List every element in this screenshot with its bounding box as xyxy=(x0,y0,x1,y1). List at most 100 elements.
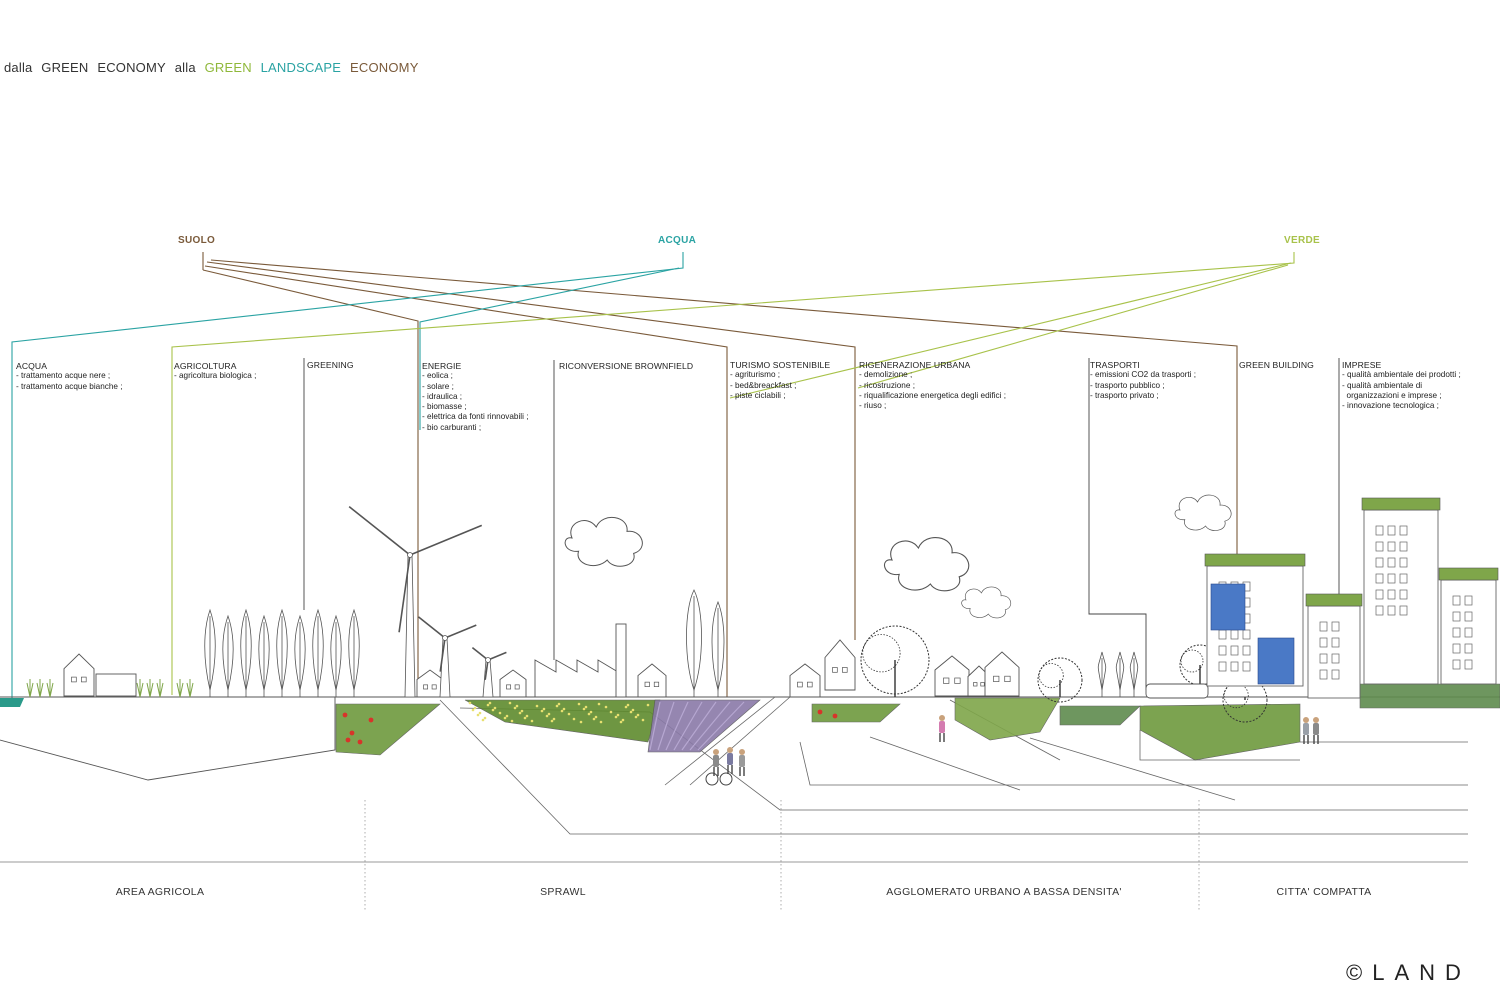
lavender-row xyxy=(689,701,731,751)
rapeseed-flower xyxy=(518,711,522,715)
turbine-blade xyxy=(471,646,489,661)
poppy-flower xyxy=(345,737,351,743)
building-window xyxy=(1452,643,1461,654)
rapeseed-flower xyxy=(560,709,564,713)
rapeseed-flower xyxy=(523,716,527,720)
category-energie: ENERGIE - eolica ; - solare ; - idraulic… xyxy=(422,361,529,433)
rapeseed-flower xyxy=(493,706,497,710)
building-window xyxy=(1464,643,1473,654)
rapeseed-flower xyxy=(594,715,598,719)
rapeseed-flower xyxy=(582,707,586,711)
meadow-plane-1 xyxy=(811,703,901,723)
town-house xyxy=(789,663,821,698)
lavender-row xyxy=(697,701,745,751)
acqua-connector-acqua xyxy=(11,252,684,700)
lavender-row xyxy=(649,701,661,751)
poppy-field-plane xyxy=(335,703,441,756)
bus xyxy=(1145,683,1209,699)
house-window xyxy=(514,684,520,690)
rapeseed-flower xyxy=(471,708,475,712)
title-word-green: GREEN xyxy=(204,60,252,75)
category-imprese: IMPRESE - qualità ambientale dei prodott… xyxy=(1342,360,1461,411)
grass-tuft xyxy=(46,679,54,698)
category-item: - idraulica ; xyxy=(422,391,463,401)
poppy-flower xyxy=(368,717,374,723)
category-heading: AGRICOLTURA xyxy=(174,361,237,371)
category-item: - ricostruzione ; xyxy=(859,380,915,390)
building-window xyxy=(1387,605,1396,616)
house-window xyxy=(81,676,87,683)
building-window xyxy=(1242,629,1251,640)
house-window xyxy=(423,684,429,690)
house-window xyxy=(954,677,961,684)
suolo-connector-rigenerazione xyxy=(206,261,856,640)
house-window xyxy=(943,677,950,684)
section-ramp-2 xyxy=(689,696,791,786)
rapeseed-flower xyxy=(530,719,534,723)
building-window xyxy=(1331,637,1340,648)
water-garden-plane xyxy=(1059,705,1141,726)
turbine-hub xyxy=(407,552,413,558)
building-window xyxy=(1319,669,1328,680)
rapeseed-flower xyxy=(597,702,601,706)
lavender-row xyxy=(673,701,703,751)
barn xyxy=(95,673,137,697)
rapeseed-flower xyxy=(584,705,588,709)
rapeseed-flower xyxy=(587,712,591,716)
house-window xyxy=(842,667,848,673)
section-ramp-1 xyxy=(664,696,776,786)
house-window xyxy=(832,667,838,673)
rapeseed-flower xyxy=(562,707,566,711)
cloud xyxy=(884,537,970,592)
section-deep-line-3 xyxy=(799,741,1468,786)
house-window xyxy=(1004,675,1011,682)
category-item: - riqualificazione energetica degli edif… xyxy=(859,390,1006,400)
turbine-blade xyxy=(439,637,446,672)
rapeseed-flower xyxy=(579,720,583,724)
category-heading: ACQUA xyxy=(16,361,48,371)
diagram-title: dalla GREEN ECONOMY alla GREEN LANDSCAPE… xyxy=(4,60,424,75)
lavender-row xyxy=(681,701,717,751)
rapeseed-flower xyxy=(503,716,507,720)
rapeseed-flower xyxy=(626,703,630,707)
section-deep-line-1 xyxy=(439,699,1468,835)
lavender-row xyxy=(665,701,689,751)
building-window xyxy=(1331,621,1340,632)
turbine-blade xyxy=(348,506,411,556)
category-heading: RICONVERSIONE BROWNFIELD xyxy=(559,361,694,371)
turbine-blade xyxy=(417,616,446,639)
tree-foliage xyxy=(1180,649,1204,673)
rapeseed-flower xyxy=(476,713,480,717)
copyright-mark: ©LAND xyxy=(1346,960,1471,985)
category-item: - trattamento acque bianche ; xyxy=(16,381,123,391)
rapeseed-flower xyxy=(486,703,490,707)
category-item: - qualità ambientale di xyxy=(1342,380,1423,390)
category-item: - bio carburanti ; xyxy=(422,422,482,432)
tree-canopy xyxy=(1037,657,1083,703)
category-acqua: ACQUA - trattamento acque nere ; - tratt… xyxy=(16,361,123,392)
rapeseed-flower xyxy=(498,711,502,715)
building-window xyxy=(1399,605,1408,616)
cloud xyxy=(564,517,643,567)
building-window xyxy=(1464,627,1473,638)
building-window xyxy=(1399,573,1408,584)
building-window xyxy=(1452,659,1461,670)
rapeseed-flower xyxy=(550,719,554,723)
rapeseed-flower xyxy=(513,706,517,710)
rapeseed-flower xyxy=(547,712,551,716)
building-window xyxy=(1331,669,1340,680)
green-building-2 xyxy=(1307,605,1361,699)
green-roof xyxy=(1361,497,1441,511)
category-heading: GREENING xyxy=(307,360,354,370)
verde-connector-turismo xyxy=(729,262,1292,399)
poppy-flower xyxy=(832,713,838,719)
tree-foliage xyxy=(1038,663,1064,689)
rapeseed-flower xyxy=(540,709,544,713)
rapeseed-flower xyxy=(592,717,596,721)
category-rigenerazione-urbana: RIGENERAZIONE URBANA - demolizione ; - r… xyxy=(859,360,1006,411)
walker xyxy=(1303,717,1309,723)
category-item: - emissioni CO2 da trasporti ; xyxy=(1090,370,1197,380)
category-turismo-sostenibile: TURISMO SOSTENIBILE - agriturismo ; - be… xyxy=(730,360,830,401)
rapeseed-flower xyxy=(631,708,635,712)
grass-tuft xyxy=(26,679,34,698)
